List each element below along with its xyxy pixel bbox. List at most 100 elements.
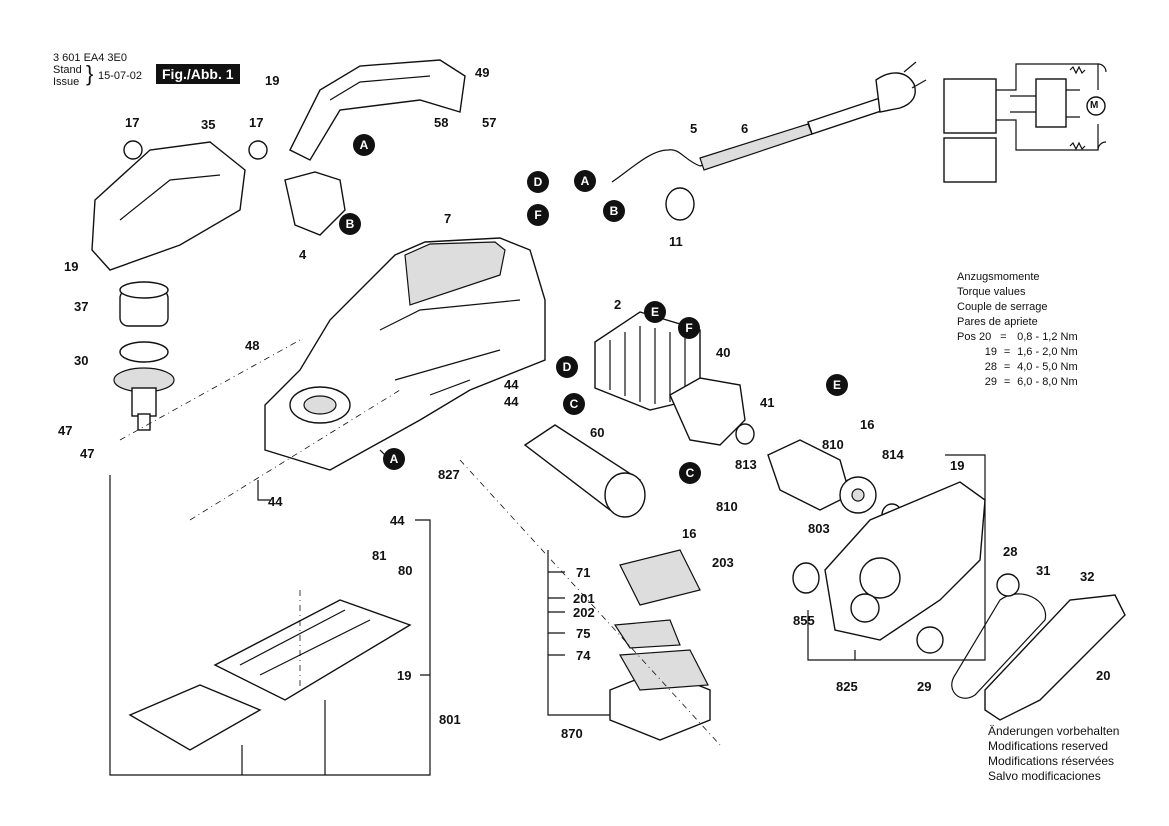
label-44d: 44: [390, 513, 405, 528]
issue-label: Issue: [53, 76, 80, 88]
torque-pos: 28: [984, 361, 997, 373]
label-4: 4: [299, 247, 307, 262]
label-810b: 810: [716, 499, 738, 514]
torque-row: 28 = 4,0 - 5,0 Nm: [957, 360, 1078, 375]
torque-pos: 29: [984, 376, 997, 388]
label-47a: 47: [58, 423, 73, 438]
modification-notes: Änderungen vorbehalten Modifications res…: [988, 724, 1119, 784]
figure-label: Fig./Abb. 1: [156, 64, 240, 84]
label-20: 20: [1096, 668, 1111, 683]
label-35: 35: [201, 117, 216, 132]
connector-e-brush: E: [826, 374, 848, 396]
label-2: 2: [614, 297, 622, 312]
note-en: Modifications reserved: [988, 739, 1109, 753]
sole-plate: [128, 599, 412, 751]
torque-title-en: Torque values: [957, 286, 1026, 298]
torque-eq: =: [1003, 376, 1011, 388]
torque-value: 4,0 - 5,0 Nm: [1017, 361, 1078, 373]
label-75: 75: [576, 626, 591, 641]
label-58: 58: [434, 115, 449, 130]
label-74: 74: [576, 648, 591, 663]
label-40: 40: [716, 345, 731, 360]
connector-f-stator: F: [678, 317, 700, 339]
handle-cover: [289, 59, 466, 161]
label-7: 7: [444, 211, 452, 226]
armature: [735, 423, 903, 527]
label-19d: 19: [397, 668, 412, 683]
torque-title-fr: Couple de serrage: [957, 301, 1048, 313]
torque-value: 0,8 - 1,2 Nm: [1017, 331, 1078, 343]
connector-b-top: B: [339, 213, 361, 235]
note-es: Salvo modificaciones: [988, 769, 1101, 783]
brace: }: [86, 61, 94, 86]
label-203: 203: [712, 555, 734, 570]
label-28: 28: [1003, 544, 1018, 559]
label-810a: 810: [822, 437, 844, 452]
torque-title-de: Anzugsmomente: [957, 271, 1040, 283]
torque-eq: =: [1003, 361, 1011, 373]
torque-row: 29 = 6,0 - 8,0 Nm: [957, 375, 1078, 390]
torque-value: 6,0 - 8,0 Nm: [1017, 376, 1078, 388]
part-number: 3 601 EA4 3E0: [53, 52, 128, 64]
adjust-assembly: [113, 341, 175, 431]
connector-e-stator: E: [644, 301, 666, 323]
label-41: 41: [760, 395, 775, 410]
motor-symbol: M: [1090, 100, 1099, 111]
label-29: 29: [917, 679, 932, 694]
label-5: 5: [690, 121, 698, 136]
label-17: 17: [125, 115, 140, 130]
torque-table: Anzugsmomente Torque values Couple de se…: [957, 270, 1078, 390]
label-16b: 16: [682, 526, 697, 541]
label-803: 803: [808, 521, 830, 536]
label-80: 80: [398, 563, 413, 578]
connector-c-stator: C: [563, 393, 585, 415]
label-201: 201: [573, 591, 595, 606]
label-825: 825: [836, 679, 858, 694]
connector-a-top: A: [353, 134, 375, 156]
label-31: 31: [1036, 563, 1051, 578]
label-19: 19: [265, 73, 280, 88]
torque-row: Pos 20 = 0,8 - 1,2 Nm: [957, 330, 1078, 345]
label-44a: 44: [504, 377, 519, 392]
torque-eq: =: [1003, 346, 1011, 358]
planer-housing: [264, 237, 546, 471]
label-827: 827: [438, 467, 460, 482]
connector-d-stator: D: [556, 356, 578, 378]
label-870: 870: [561, 726, 583, 741]
label-801: 801: [439, 712, 461, 727]
label-37: 37: [74, 299, 89, 314]
label-57: 57: [482, 115, 497, 130]
label-202: 202: [573, 605, 595, 620]
torque-eq: =: [1000, 331, 1007, 343]
label-60: 60: [590, 425, 605, 440]
side-cover: [91, 140, 268, 271]
switch: [284, 171, 346, 236]
label-30: 30: [74, 353, 89, 368]
wiring-schematic: [943, 63, 1107, 183]
connector-c-brush: C: [679, 462, 701, 484]
connector-a-cable: A: [574, 170, 596, 192]
torque-row: 19 = 1,6 - 2,0 Nm: [957, 345, 1078, 360]
label-813: 813: [735, 457, 757, 472]
label-17b: 17: [249, 115, 264, 130]
connector-a-housing: A: [383, 448, 405, 470]
note-de: Änderungen vorbehalten: [988, 724, 1120, 738]
torque-value: 1,6 - 2,0 Nm: [1017, 346, 1078, 358]
blade-assembly: [609, 549, 711, 741]
label-16a: 16: [860, 417, 875, 432]
belt-cover: [984, 594, 1126, 721]
label-855: 855: [793, 613, 815, 628]
torque-pos: 19: [984, 346, 997, 358]
label-11: 11: [669, 234, 683, 249]
label-19c: 19: [950, 458, 965, 473]
issue-date: 15-07-02: [98, 70, 143, 82]
depth-knob: [119, 281, 169, 327]
label-71: 71: [576, 565, 591, 580]
torque-pos: Pos 20: [957, 331, 992, 343]
power-cable: [611, 61, 927, 221]
note-fr: Modifications réservées: [988, 754, 1115, 768]
label-814: 814: [882, 447, 904, 462]
label-6: 6: [741, 121, 749, 136]
drive-belt: [951, 593, 1047, 699]
